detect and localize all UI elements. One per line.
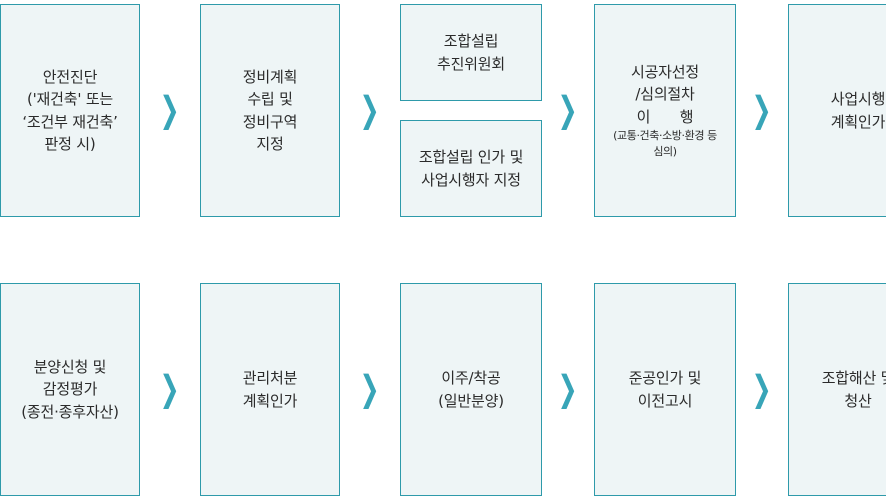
arrow-connector-4: ❯: [736, 4, 788, 217]
step-relocation-construction[interactable]: 이주/착공 (일반분양): [400, 283, 542, 496]
step-line: 수립 및: [247, 90, 293, 108]
step-line: 판정 시): [44, 135, 96, 153]
step-contractor-selection[interactable]: 시공자선정 /심의절차 이 행 (교통·건축·소방·환경 등 심의): [594, 4, 736, 217]
step-union-establishment-group: 조합설립 추진위원회 조합설립 인가 및 사업시행자 지정: [400, 4, 542, 217]
step-line: ('재건축' 또는: [26, 90, 114, 108]
step-subnote-line: 심의): [653, 145, 677, 159]
arrow-connector-6: ❯: [340, 283, 400, 496]
chevron-right-icon: ❯: [751, 89, 773, 131]
step-line: 관리처분: [242, 369, 298, 387]
arrow-connector-1: ❯: [140, 4, 200, 217]
step-line: (종전·종후자산): [21, 402, 119, 421]
step-subscription-appraisal[interactable]: 분양신청 및 감정평가 (종전·종후자산): [0, 283, 140, 496]
step-line: (일반분양): [438, 391, 504, 410]
step-line: ‘조건부 재건축’: [22, 112, 118, 131]
step-line: 분양신청 및: [33, 357, 107, 376]
step-line: 조합설립 인가 및: [418, 148, 524, 166]
step-line: 감정평가: [42, 380, 98, 399]
step-line: /심의절차: [635, 85, 695, 104]
step-line: 준공인가 및: [628, 369, 702, 387]
chevron-right-icon: ❯: [359, 368, 381, 410]
step-line: 정비계획: [242, 67, 298, 86]
step-line: 청산: [844, 391, 872, 410]
arrow-connector-2: ❯: [340, 4, 400, 217]
step-line: 지정: [256, 135, 284, 153]
step-line: 이전고시: [637, 391, 693, 410]
step-line: 이 행: [636, 107, 694, 126]
flow-row-top: 안전진단 ('재건축' 또는 ‘조건부 재건축’ 판정 시) ❯ 정비계획 수립…: [0, 4, 886, 217]
step-line: 사업시행자 지정: [421, 170, 521, 189]
chevron-right-icon: ❯: [557, 368, 579, 410]
step-safety-diagnosis[interactable]: 안전진단 ('재건축' 또는 ‘조건부 재건축’ 판정 시): [0, 4, 140, 217]
step-line: 정비구역: [242, 112, 298, 131]
step-union-dissolution-liquidation[interactable]: 조합해산 및 청산: [788, 283, 886, 496]
step-line: 시공자선정: [630, 62, 699, 81]
step-line: 사업시행: [830, 90, 886, 108]
arrow-connector-8: ❯: [736, 283, 788, 496]
chevron-right-icon: ❯: [159, 89, 181, 131]
arrow-connector-5: ❯: [140, 283, 200, 496]
flow-row-bottom: 분양신청 및 감정평가 (종전·종후자산) ❯ 관리처분 계획인가 ❯ 이주/착…: [0, 283, 886, 496]
step-union-promotion-committee[interactable]: 조합설립 추진위원회: [400, 4, 542, 101]
step-line: 안전진단: [42, 67, 98, 86]
step-line: 계획인가: [242, 391, 298, 410]
step-project-implementation-approval[interactable]: 사업시행 계획인가: [788, 4, 886, 217]
step-line: 계획인가: [830, 112, 886, 131]
step-maintenance-plan[interactable]: 정비계획 수립 및 정비구역 지정: [200, 4, 340, 217]
arrow-connector-3: ❯: [542, 4, 594, 217]
chevron-right-icon: ❯: [359, 89, 381, 131]
chevron-right-icon: ❯: [751, 368, 773, 410]
chevron-right-icon: ❯: [159, 368, 181, 410]
step-line: 조합설립: [443, 32, 499, 50]
step-completion-transfer-notice[interactable]: 준공인가 및 이전고시: [594, 283, 736, 496]
step-management-disposal-plan[interactable]: 관리처분 계획인가: [200, 283, 340, 496]
step-subnote-line: (교통·건축·소방·환경 등: [613, 129, 717, 143]
chevron-right-icon: ❯: [557, 89, 579, 131]
step-line: 추진위원회: [436, 54, 505, 73]
arrow-connector-7: ❯: [542, 283, 594, 496]
step-line: 이주/착공: [441, 369, 501, 387]
step-union-establishment-approval[interactable]: 조합설립 인가 및 사업시행자 지정: [400, 120, 542, 217]
step-line: 조합해산 및: [821, 369, 886, 387]
